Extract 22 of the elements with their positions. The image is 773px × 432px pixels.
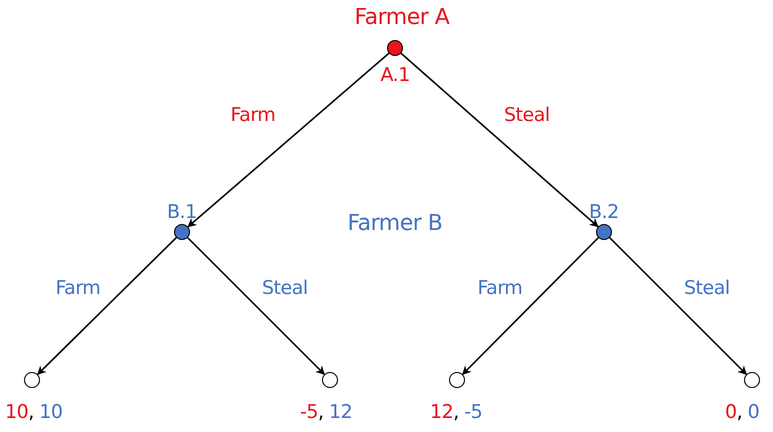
- payoff-label: 10, 10: [5, 401, 62, 423]
- decision-node: [174, 224, 190, 240]
- decision-node: [387, 40, 403, 56]
- arrow: [37, 237, 177, 376]
- payoff-label: 0, 0: [725, 401, 760, 423]
- arrow: [400, 52, 599, 228]
- node-label: B.2: [589, 201, 619, 223]
- decision-node: [449, 372, 465, 388]
- payoff-label: -5, 12: [300, 401, 352, 423]
- decision-node: [24, 372, 40, 388]
- decision-node: [744, 372, 760, 388]
- player-label: Farmer B: [348, 213, 442, 235]
- arrow: [187, 237, 325, 375]
- node-label: B.1: [167, 201, 197, 223]
- arrow: [187, 52, 390, 228]
- payoff-label: 12, -5: [430, 401, 482, 423]
- player-label: Farmer A: [354, 7, 450, 29]
- arrow: [462, 237, 599, 375]
- decision-node: [322, 372, 338, 388]
- node-label: A.1: [380, 64, 410, 86]
- decision-node: [596, 224, 612, 240]
- arrow: [609, 237, 747, 375]
